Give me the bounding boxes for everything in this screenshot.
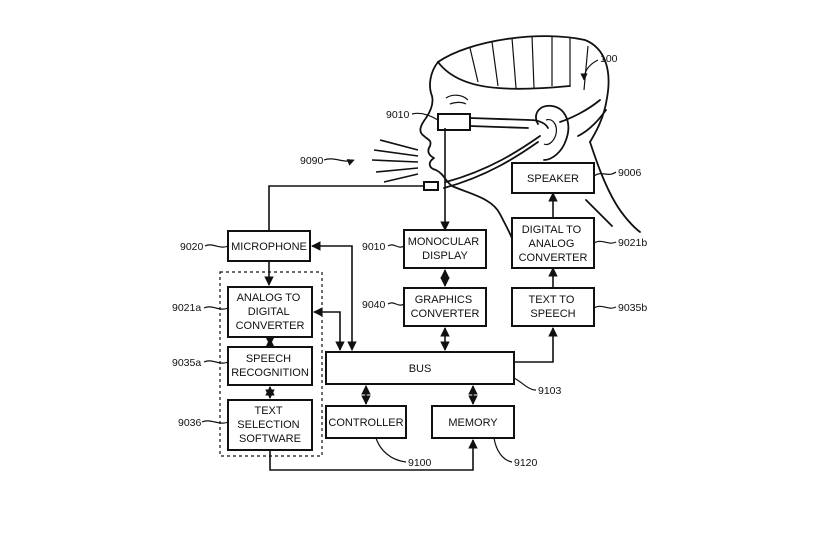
ref-device-group: 100 (580, 53, 618, 81)
ref-adc: 9021a (172, 302, 201, 314)
connections (264, 128, 558, 471)
display-label: MONOCULAR DISPLAY (408, 236, 483, 262)
speaker-block (511, 162, 595, 194)
ref-device: 100 (600, 53, 618, 65)
controller-block (325, 405, 407, 439)
memory-block (431, 405, 515, 439)
microphone-label: MICROPHONE (231, 241, 307, 253)
memory-label: MEMORY (448, 417, 498, 429)
microphone-block (227, 230, 311, 262)
ref-headset-display: 9010 (386, 109, 410, 121)
graphics-block (403, 287, 487, 327)
ref-microphone: 9020 (180, 241, 204, 253)
bus-block (325, 351, 515, 385)
ref-bus: 9103 (538, 385, 562, 397)
ref-headset-display-group: 9010 (386, 109, 439, 121)
ref-speech-recognition: 9035a (172, 357, 201, 369)
display-block (403, 229, 487, 269)
speech-recognition-label: SPEECH RECOGNITION (231, 353, 309, 379)
ref-text-selection: 9036 (178, 417, 202, 429)
ref-graphics: 9040 (362, 299, 386, 311)
text-selection-block (227, 399, 313, 451)
ref-sound: 9090 (300, 155, 324, 167)
text-selection-label: TEXT SELECTION SOFTWARE (237, 405, 302, 445)
head-illustration (371, 35, 641, 245)
ref-sound-group: 9090 (300, 155, 355, 167)
bus-label: BUS (409, 363, 432, 375)
ref-display: 9010 (362, 241, 386, 253)
speech-module-group (219, 271, 323, 457)
ref-speaker: 9006 (618, 167, 642, 179)
ref-controller: 9100 (408, 457, 432, 469)
ref-memory: 9120 (514, 457, 538, 469)
adc-label: ANALOG TO DIGITAL CONVERTER (236, 292, 305, 332)
tts-block (511, 287, 595, 327)
speaker-label: SPEAKER (527, 173, 579, 185)
controller-label: CONTROLLER (328, 417, 403, 429)
ref-dac: 9021b (618, 237, 647, 249)
tts-label: TEXT TO SPEECH (529, 294, 578, 320)
speech-recognition-block (227, 346, 313, 386)
graphics-label: GRAPHICS CONVERTER (411, 294, 480, 320)
dac-label: DIGITAL TO ANALOG CONVERTER (519, 224, 588, 264)
ref-tts: 9035b (618, 302, 647, 314)
reference-numerals: 9006 9020 9010 9021b 9021a 9040 9035b 90… (172, 167, 647, 469)
